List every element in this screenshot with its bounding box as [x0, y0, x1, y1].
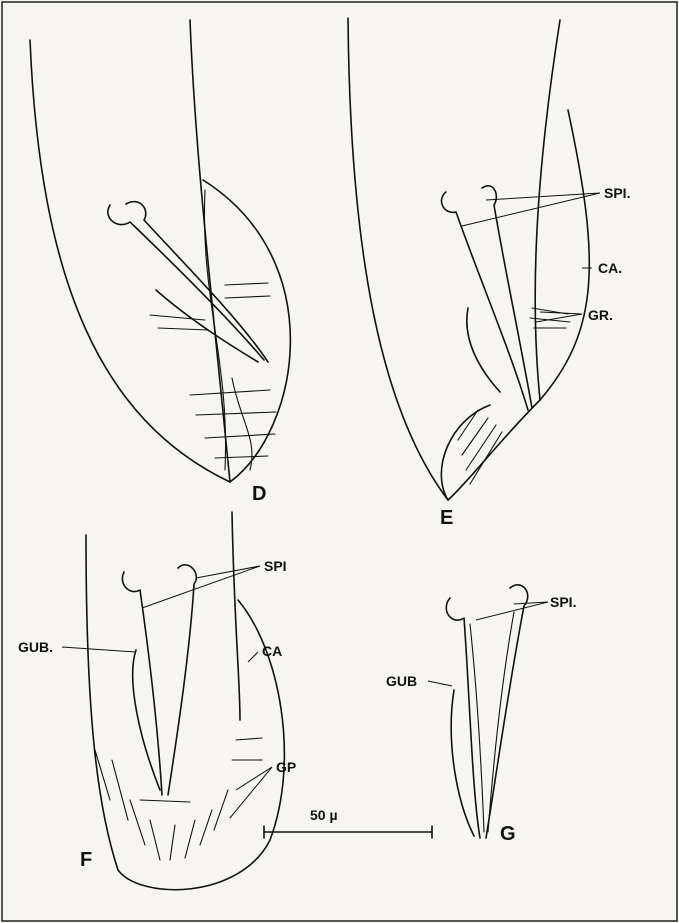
scale-bar-line	[264, 826, 432, 838]
scale-bar-label: 50 µ	[310, 807, 338, 823]
figure-e-tail-tip-outline	[441, 405, 490, 500]
figure-e-label-spi: SPI.	[604, 185, 630, 201]
figure-f-label-ca: CA	[262, 643, 282, 659]
figure-f-ca-leader	[248, 652, 258, 662]
figure-g-spicule-shaft-1	[470, 624, 484, 832]
figure-f-label-gub: GUB.	[18, 639, 53, 655]
figure-g-gub-leader	[428, 681, 452, 686]
figure-f-caudal-ala	[118, 600, 284, 890]
figure-e-gubernaculum	[467, 308, 500, 392]
figure-e-spi-leader	[462, 193, 600, 226]
figure-g-spi-leader	[476, 602, 548, 620]
figure-e-spicule-1	[441, 192, 528, 410]
figure-d	[30, 20, 290, 482]
figure-f-letter: F	[80, 849, 92, 871]
figure-d-letter: D	[252, 483, 266, 505]
figure-d-body-outline-left	[30, 40, 230, 482]
figure-d-body-outline-right	[190, 20, 230, 482]
figure-e-body-outline-right	[535, 20, 560, 400]
figure-f-rays	[95, 738, 262, 860]
scale-bar: 50 µ	[264, 807, 432, 838]
figure-g	[428, 585, 548, 838]
figure-f-label-spi: SPI	[264, 558, 287, 574]
figure-g-letter: G	[500, 823, 516, 845]
figure-d-gubernaculum	[156, 290, 258, 362]
figure-g-spicule-2	[486, 585, 528, 838]
figure-g-gubernaculum	[451, 690, 474, 836]
figure-f-spicule-1	[122, 572, 162, 795]
figure-e	[348, 18, 600, 500]
figure-f-body-outline-right	[232, 512, 240, 720]
figure-e-caudal-ala	[448, 110, 589, 500]
figure-g-label-spi: SPI.	[550, 594, 576, 610]
figure-f-gub-leader	[62, 647, 136, 652]
figure-f-gp-leader	[230, 767, 272, 818]
figure-e-body-outline-left	[348, 18, 448, 500]
figure-e-label-ca: CA.	[598, 260, 622, 276]
figure-e-letter: E	[440, 507, 453, 529]
figure-d-caudal-ala	[203, 180, 290, 482]
figure-g-label-gub: GUB	[386, 673, 417, 689]
figure-f	[62, 512, 284, 890]
figure-e-rays	[458, 308, 570, 484]
figure-f-cloacal-lip	[140, 800, 190, 802]
figure-f-body-outline-left	[86, 535, 118, 870]
figure-f-spicule-2	[168, 565, 196, 795]
figure-e-label-gr: GR.	[588, 307, 613, 323]
figure-f-label-gp: GP	[276, 759, 296, 775]
figure-f-spi-leader	[142, 566, 260, 608]
figure-d-spicule-1	[108, 205, 264, 360]
figure-d-spicule-2	[126, 202, 268, 362]
